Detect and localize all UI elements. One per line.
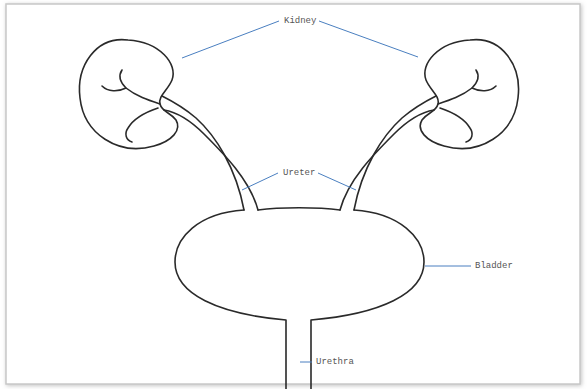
part-label: Ureter xyxy=(282,168,316,178)
leader-lines xyxy=(182,21,471,362)
part-label: Bladder xyxy=(474,261,514,271)
left-kidney-ureter xyxy=(79,40,258,210)
part-label: Kidney xyxy=(283,16,317,26)
part-label: Urethra xyxy=(315,357,355,367)
right-kidney-ureter xyxy=(340,40,519,210)
bladder-outline xyxy=(175,208,424,389)
frame xyxy=(6,4,580,384)
